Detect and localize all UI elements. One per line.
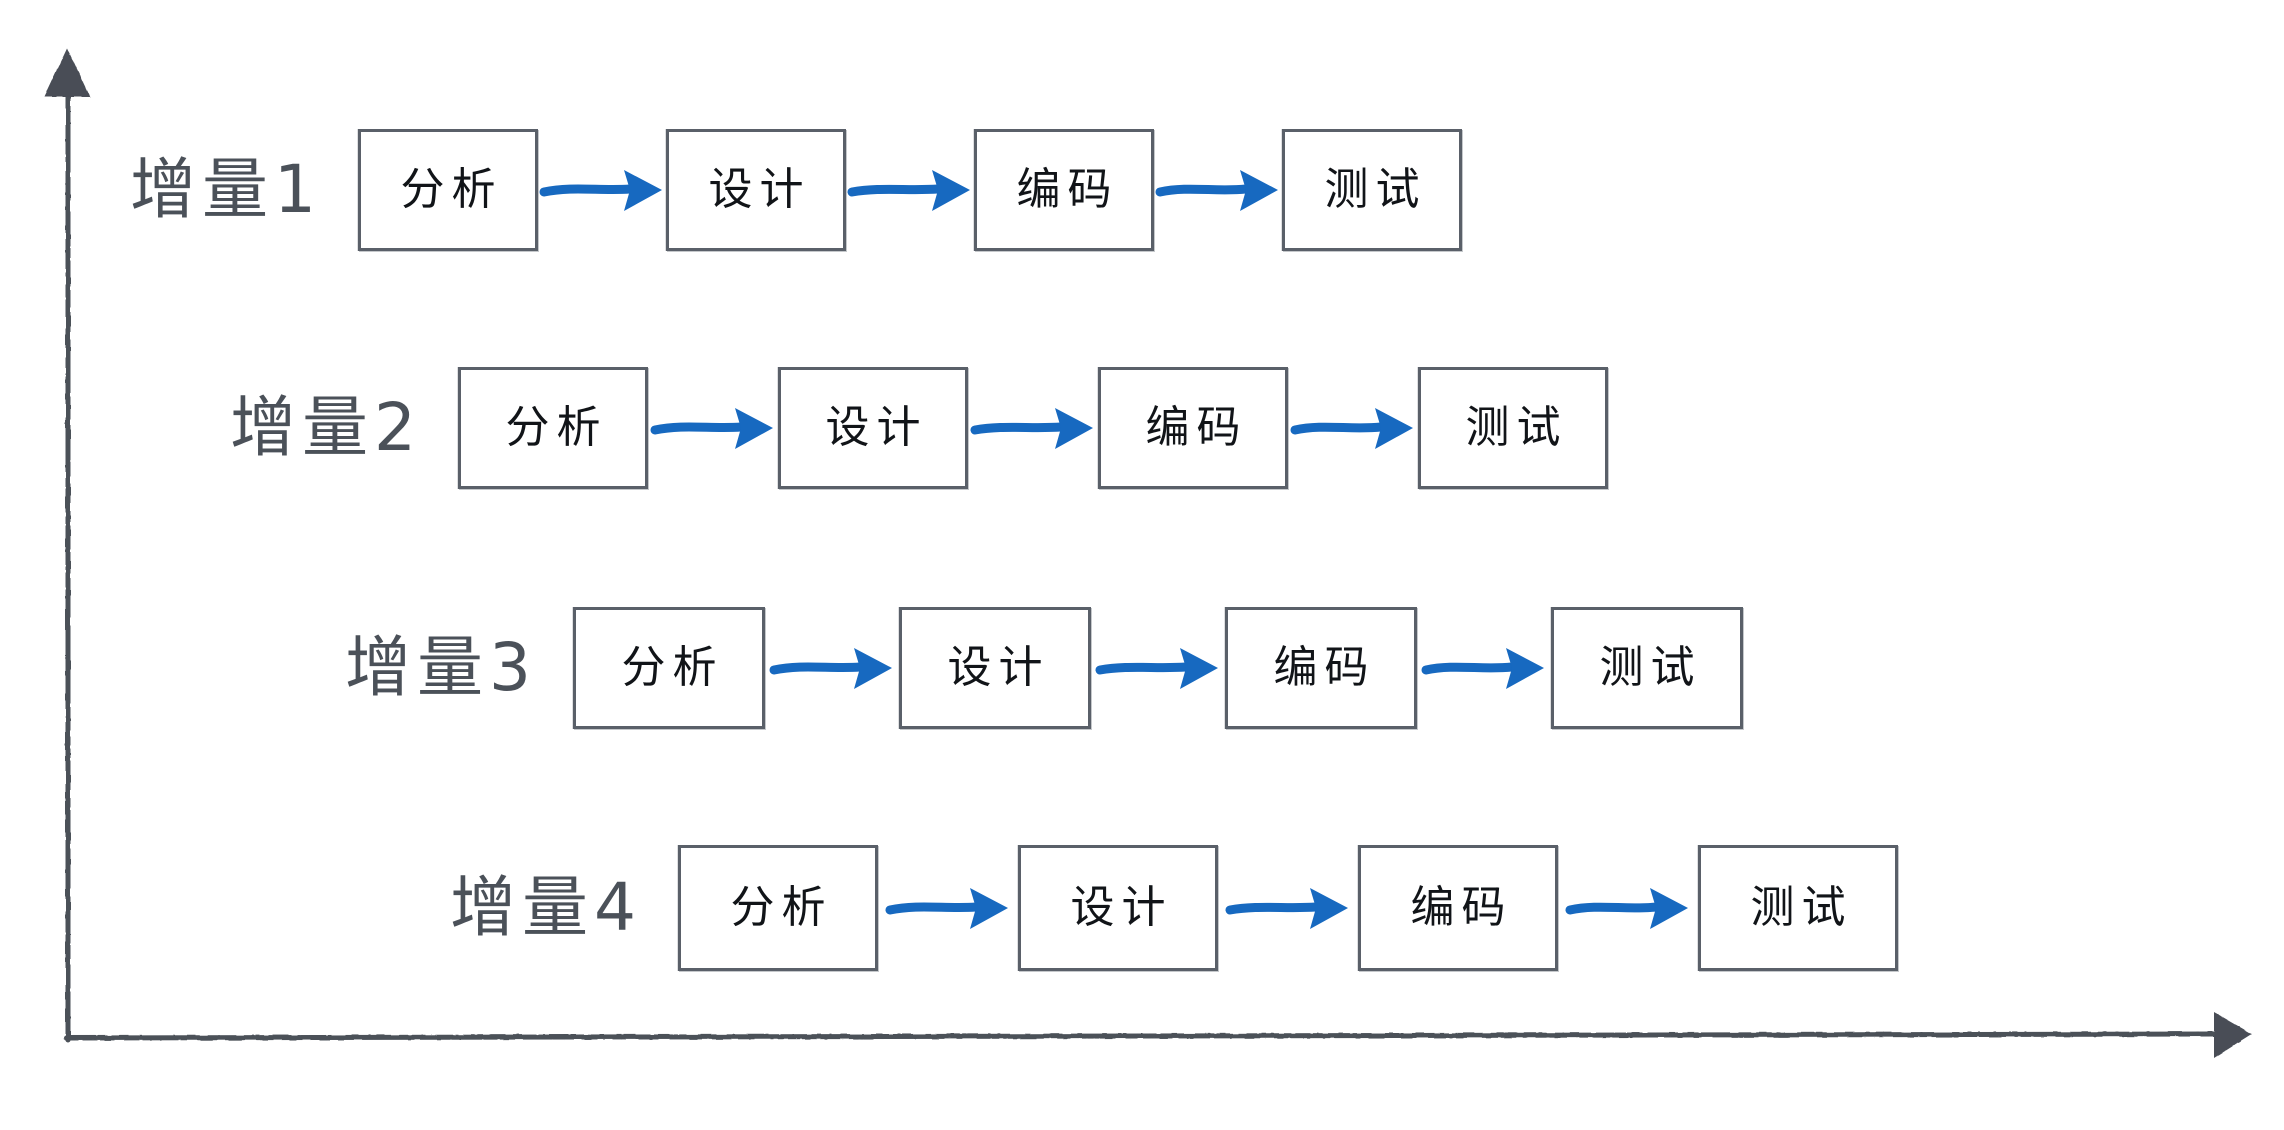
- stage-box-design-1[interactable]: 设计: [666, 129, 846, 251]
- stage-box-analysis-2[interactable]: 分析: [458, 367, 648, 489]
- stage-box-design-2[interactable]: 设计: [778, 367, 968, 489]
- stage-box-analysis-4[interactable]: 分析: [678, 845, 878, 971]
- stage-label: 分析: [730, 882, 833, 933]
- row-label-increment-1: 增量1: [130, 151, 322, 228]
- stage-label: 分析: [505, 402, 608, 453]
- stage-label: 测试: [1465, 402, 1568, 453]
- arrow-design-to-coding-4: [1225, 888, 1348, 929]
- arrow-analysis-to-design-1: [539, 170, 662, 211]
- stage-box-coding-2[interactable]: 编码: [1098, 367, 1288, 489]
- stage-label: 设计: [947, 642, 1050, 693]
- arrow-coding-to-testing-4: [1565, 888, 1688, 929]
- stage-box-testing-4[interactable]: 测试: [1698, 845, 1898, 971]
- stage-label: 设计: [1070, 882, 1173, 933]
- row-label-increment-3: 增量3: [345, 629, 537, 706]
- arrow-design-to-coding-1: [847, 170, 970, 211]
- stage-box-coding-3[interactable]: 编码: [1225, 607, 1417, 729]
- stage-label: 编码: [1273, 642, 1376, 693]
- stage-box-coding-1[interactable]: 编码: [974, 129, 1154, 251]
- arrow-design-to-coding-3: [1095, 648, 1218, 689]
- row-label-increment-4: 增量4: [450, 869, 642, 946]
- increment-row-3: 增量3 分析 设计 编码 测试: [345, 598, 1743, 738]
- row-label-increment-2: 增量2: [230, 389, 422, 466]
- arrow-coding-to-testing-2: [1290, 408, 1413, 449]
- stage-box-analysis-1[interactable]: 分析: [358, 129, 538, 251]
- increment-row-4: 增量4 分析 设计 编码 测试: [450, 838, 1898, 978]
- stage-label: 编码: [1016, 164, 1119, 215]
- stage-label: 分析: [621, 642, 724, 693]
- stage-box-design-4[interactable]: 设计: [1018, 845, 1218, 971]
- arrow-analysis-to-design-4: [885, 888, 1008, 929]
- increment-row-2: 增量2 分析 设计 编码 测试: [230, 358, 1608, 498]
- stage-label: 设计: [708, 164, 811, 215]
- stage-label: 编码: [1410, 882, 1513, 933]
- vertical-axis-arrowhead: [44, 48, 90, 97]
- arrow-design-to-coding-2: [970, 408, 1093, 449]
- stage-box-testing-2[interactable]: 测试: [1418, 367, 1608, 489]
- arrow-analysis-to-design-3: [769, 648, 892, 689]
- stage-box-coding-4[interactable]: 编码: [1358, 845, 1558, 971]
- stage-box-testing-1[interactable]: 测试: [1282, 129, 1462, 251]
- horizontal-axis-arrowhead: [2214, 1012, 2252, 1058]
- stage-label: 编码: [1145, 402, 1248, 453]
- stage-box-testing-3[interactable]: 测试: [1551, 607, 1743, 729]
- stage-box-design-3[interactable]: 设计: [899, 607, 1091, 729]
- arrow-analysis-to-design-2: [650, 408, 773, 449]
- stage-label: 设计: [825, 402, 928, 453]
- stage-box-analysis-3[interactable]: 分析: [573, 607, 765, 729]
- horizontal-axis-line: [63, 1031, 2219, 1041]
- stage-label: 测试: [1750, 882, 1853, 933]
- arrow-coding-to-testing-3: [1421, 648, 1544, 689]
- stage-label: 分析: [400, 164, 503, 215]
- stage-label: 测试: [1324, 164, 1427, 215]
- arrow-coding-to-testing-1: [1155, 170, 1278, 211]
- increment-row-1: 增量1 分析 设计 编码 测试: [130, 120, 1462, 260]
- stage-label: 测试: [1599, 642, 1702, 693]
